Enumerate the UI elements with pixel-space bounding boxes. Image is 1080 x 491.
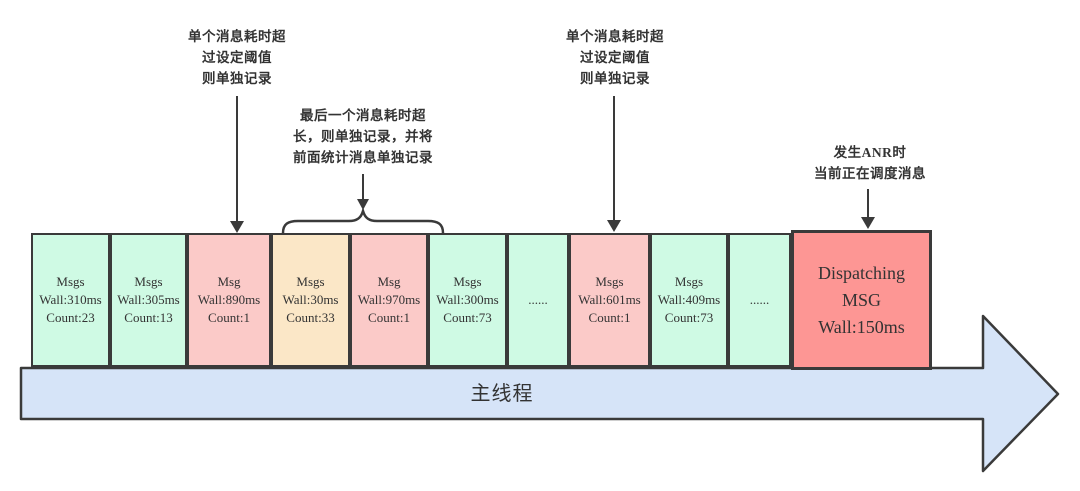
annotation-line: 过设定阈值 [202,50,272,65]
block-count: Count:13 [124,310,173,325]
curly-brace [281,206,445,235]
annotation-line: 最后一个消息耗时超 [300,108,426,123]
block-dispatching-msg: Dispatching MSG Wall:150ms [791,230,932,370]
annotation-line: 长，则单独记录，并将 [293,129,433,144]
block-wall: Wall:601ms [578,292,641,307]
brace-connector [281,174,445,235]
block-msgs-305ms: Msgs Wall:305ms Count:13 [110,233,187,367]
block-count: Count:33 [286,310,335,325]
down-arrow-left-threshold [230,96,244,233]
main-thread-label: 主线程 [470,383,534,405]
block-ellipsis-1: ...... [507,233,569,367]
main-thread-arrow [19,314,1060,473]
down-arrow-right-threshold [607,96,621,232]
block-title: Msgs [595,274,624,289]
annotation-left-threshold: 单个消息耗时超 过设定阈值 则单独记录 [147,26,327,89]
block-title: Msgs [134,274,163,289]
annotation-line: 发生ANR时 [833,145,907,160]
block-msg: MSG [841,289,881,310]
block-wall: Wall:305ms [117,292,180,307]
block-count: Count:73 [664,310,714,325]
block-msgs-601ms: Msgs Wall:601ms Count:1 [569,233,650,367]
block-msgs-30ms: Msgs Wall:30ms Count:33 [271,233,350,367]
annotation-right-threshold: 单个消息耗时超 过设定阈值 则单独记录 [525,26,705,89]
block-title: Dispatching [818,262,905,283]
annotation-line: 过设定阈值 [580,50,650,65]
annotation-brace-note: 最后一个消息耗时超 长，则单独记录，并将 前面统计消息单独记录 [268,105,458,168]
block-msgs-310ms: Msgs Wall:310ms Count:23 [31,233,110,367]
block-wall: Wall:310ms [39,292,102,307]
block-count: Count:73 [443,310,492,325]
annotation-line: 单个消息耗时超 [566,29,664,44]
block-count: Count:1 [208,310,250,325]
block-wall: Wall:30ms [282,292,339,307]
block-count: Count:1 [588,310,631,325]
block-title: ...... [528,292,548,307]
annotation-line: 则单独记录 [202,71,272,86]
annotation-line: 则单独记录 [580,71,650,86]
block-title: Msg [377,274,401,289]
block-title: Msg [217,274,241,289]
block-wall: Wall:300ms [436,292,499,307]
block-wall: Wall:970ms [357,292,421,307]
annotation-anr-note: 发生ANR时 当前正在调度消息 [780,142,960,184]
block-title: ...... [749,292,770,307]
block-title: Msgs [56,274,85,289]
down-arrow-anr [861,189,875,229]
block-title: Msgs [674,274,704,289]
block-msgs-409ms: Msgs Wall:409ms Count:73 [650,233,728,367]
block-count: Count:23 [46,310,95,325]
block-msgs-300ms: Msgs Wall:300ms Count:73 [428,233,507,367]
block-title: Msgs [296,274,325,289]
block-count: Count:1 [368,310,410,325]
block-msg-970ms: Msg Wall:970ms Count:1 [350,233,428,367]
block-msg-890ms: Msg Wall:890ms Count:1 [187,233,271,367]
annotation-line: 单个消息耗时超 [188,29,286,44]
block-ellipsis-2: ...... [728,233,791,367]
block-title: Msgs [453,274,482,289]
block-wall: Wall:409ms [657,292,721,307]
annotation-line: 前面统计消息单独记录 [293,150,433,165]
annotation-line: 当前正在调度消息 [814,166,926,181]
block-wall: Wall:150ms [818,316,905,337]
block-wall: Wall:890ms [197,292,261,307]
